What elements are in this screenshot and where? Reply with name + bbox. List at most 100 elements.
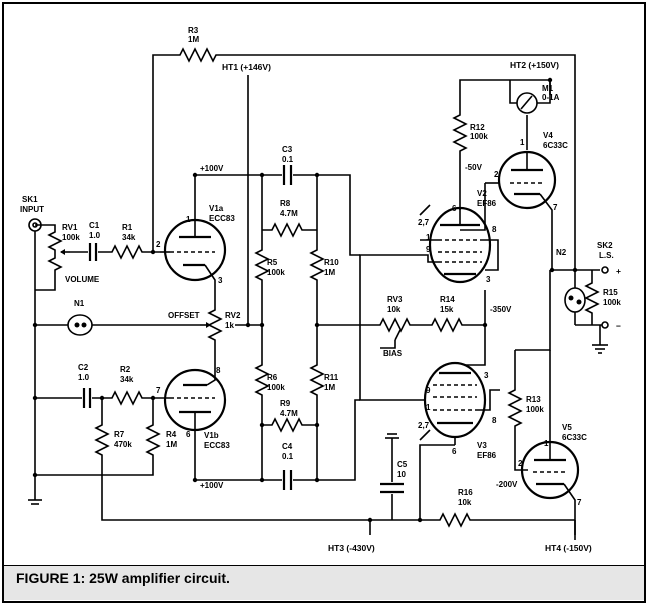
svg-text:100k: 100k <box>603 298 621 307</box>
ht2-label: HT2 (+150V) <box>510 60 559 70</box>
svg-text:6: 6 <box>186 430 191 439</box>
svg-text:INPUT: INPUT <box>20 205 44 214</box>
svg-text:ECC83: ECC83 <box>204 441 230 450</box>
ht1-wire <box>235 75 249 326</box>
r15-resistor: R15 100k <box>584 270 621 325</box>
svg-text:470k: 470k <box>114 440 132 449</box>
m1-meter: M1 0-1A <box>509 80 560 114</box>
svg-text:1M: 1M <box>188 35 199 44</box>
svg-text:0-1A: 0-1A <box>542 93 560 102</box>
v4-tube: V4 6C33C 1 2 7 <box>485 115 568 230</box>
svg-text:R8: R8 <box>280 199 291 208</box>
caption-band <box>4 565 644 600</box>
svg-text:R12: R12 <box>470 123 485 132</box>
r6-resistor: R6 100k <box>254 325 285 480</box>
svg-text:2: 2 <box>156 240 161 249</box>
v2-tube: V2 EF86 6 1 9 2,7 8 3 <box>359 189 499 401</box>
svg-text:C2: C2 <box>78 363 89 372</box>
r2-resistor: R2 34k <box>92 365 170 406</box>
svg-text:1: 1 <box>544 439 549 448</box>
c1-capacitor: C1 1.0 <box>70 221 101 261</box>
svg-text:6C33C: 6C33C <box>543 141 568 150</box>
r13-resistor: R13 100k <box>507 350 544 471</box>
svg-text:2,7: 2,7 <box>418 218 430 227</box>
r3-resistor: R3 1M <box>152 26 576 270</box>
svg-text:1M: 1M <box>324 268 335 277</box>
svg-text:3: 3 <box>218 276 223 285</box>
r9-resistor: R9 4.7M <box>262 399 317 433</box>
svg-text:SK1: SK1 <box>22 195 38 204</box>
svg-text:N2: N2 <box>556 248 567 257</box>
svg-text:R5: R5 <box>267 258 278 267</box>
svg-text:OFFSET: OFFSET <box>168 311 200 320</box>
svg-text:34k: 34k <box>120 375 134 384</box>
n1-neon: N1 <box>35 299 200 336</box>
svg-text:R10: R10 <box>324 258 339 267</box>
svg-text:R13: R13 <box>526 395 541 404</box>
svg-text:9: 9 <box>426 386 431 395</box>
svg-text:0.1: 0.1 <box>282 452 294 461</box>
sk2-speaker: SK2 L.S. + − <box>575 241 621 354</box>
c5-capacitor: C5 10 <box>380 433 408 520</box>
svg-text:RV1: RV1 <box>62 223 78 232</box>
svg-text:7: 7 <box>577 498 582 507</box>
r16-resistor: R16 10k <box>370 488 575 528</box>
svg-text:N1: N1 <box>74 299 85 308</box>
svg-text:2: 2 <box>518 459 523 468</box>
svg-text:C1: C1 <box>89 221 100 230</box>
svg-text:+100V: +100V <box>200 164 224 173</box>
v3-ground-mark <box>419 429 431 441</box>
svg-text:-200V: -200V <box>496 480 518 489</box>
svg-text:1: 1 <box>426 403 431 412</box>
svg-text:3: 3 <box>484 371 489 380</box>
svg-text:6: 6 <box>452 447 457 456</box>
svg-text:15k: 15k <box>440 305 454 314</box>
svg-text:1: 1 <box>426 233 431 242</box>
ht4-label: HT4 (-150V) <box>545 543 592 553</box>
svg-text:100k: 100k <box>267 383 285 392</box>
r14-resistor: R14 15k <box>425 295 485 333</box>
svg-text:C5: C5 <box>397 460 408 469</box>
svg-text:2: 2 <box>494 170 499 179</box>
c3-capacitor: C3 0.1 +100V <box>195 145 360 256</box>
v4-grid-wire <box>460 183 486 231</box>
svg-text:+: + <box>616 266 621 276</box>
svg-text:-50V: -50V <box>465 163 483 172</box>
r12-resistor: R12 100k -50V <box>452 110 488 210</box>
svg-text:8: 8 <box>216 366 221 375</box>
svg-text:6: 6 <box>452 204 457 213</box>
c2-capacitor: C2 1.0 <box>35 363 92 408</box>
svg-text:7: 7 <box>553 203 558 212</box>
v350-label: -350V <box>490 305 512 314</box>
v5-tube: V5 6C33C 1 2 7 -200V <box>496 350 587 540</box>
svg-text:4.7M: 4.7M <box>280 209 298 218</box>
svg-text:EF86: EF86 <box>477 451 497 460</box>
rv3-pot: RV3 10k BIAS <box>317 295 425 358</box>
figure-caption: FIGURE 1: 25W amplifier circuit. <box>16 570 230 586</box>
svg-text:BIAS: BIAS <box>383 349 403 358</box>
svg-text:R3: R3 <box>188 26 199 35</box>
c4-capacitor: C4 0.1 +100V <box>195 399 360 490</box>
svg-text:1.0: 1.0 <box>89 231 101 240</box>
svg-text:SK2: SK2 <box>597 241 613 250</box>
svg-text:R2: R2 <box>120 365 131 374</box>
v3-cathode-wire <box>419 444 455 520</box>
svg-text:V1a: V1a <box>209 204 224 213</box>
svg-text:R6: R6 <box>267 373 278 382</box>
v2-ground-mark <box>419 204 431 216</box>
svg-text:R16: R16 <box>458 488 473 497</box>
svg-text:10k: 10k <box>387 305 401 314</box>
ht1-label: HT1 (+146V) <box>222 62 271 72</box>
svg-text:RV2: RV2 <box>225 311 241 320</box>
svg-text:R9: R9 <box>280 399 291 408</box>
svg-text:VOLUME: VOLUME <box>65 275 100 284</box>
r11-resistor: R11 1M <box>309 325 339 480</box>
r10-resistor: R10 1M <box>309 175 339 325</box>
svg-text:C4: C4 <box>282 442 293 451</box>
r7-resistor: R7 470k <box>94 398 370 521</box>
svg-text:R1: R1 <box>122 223 133 232</box>
svg-text:V5: V5 <box>562 423 572 432</box>
svg-text:8: 8 <box>492 225 497 234</box>
